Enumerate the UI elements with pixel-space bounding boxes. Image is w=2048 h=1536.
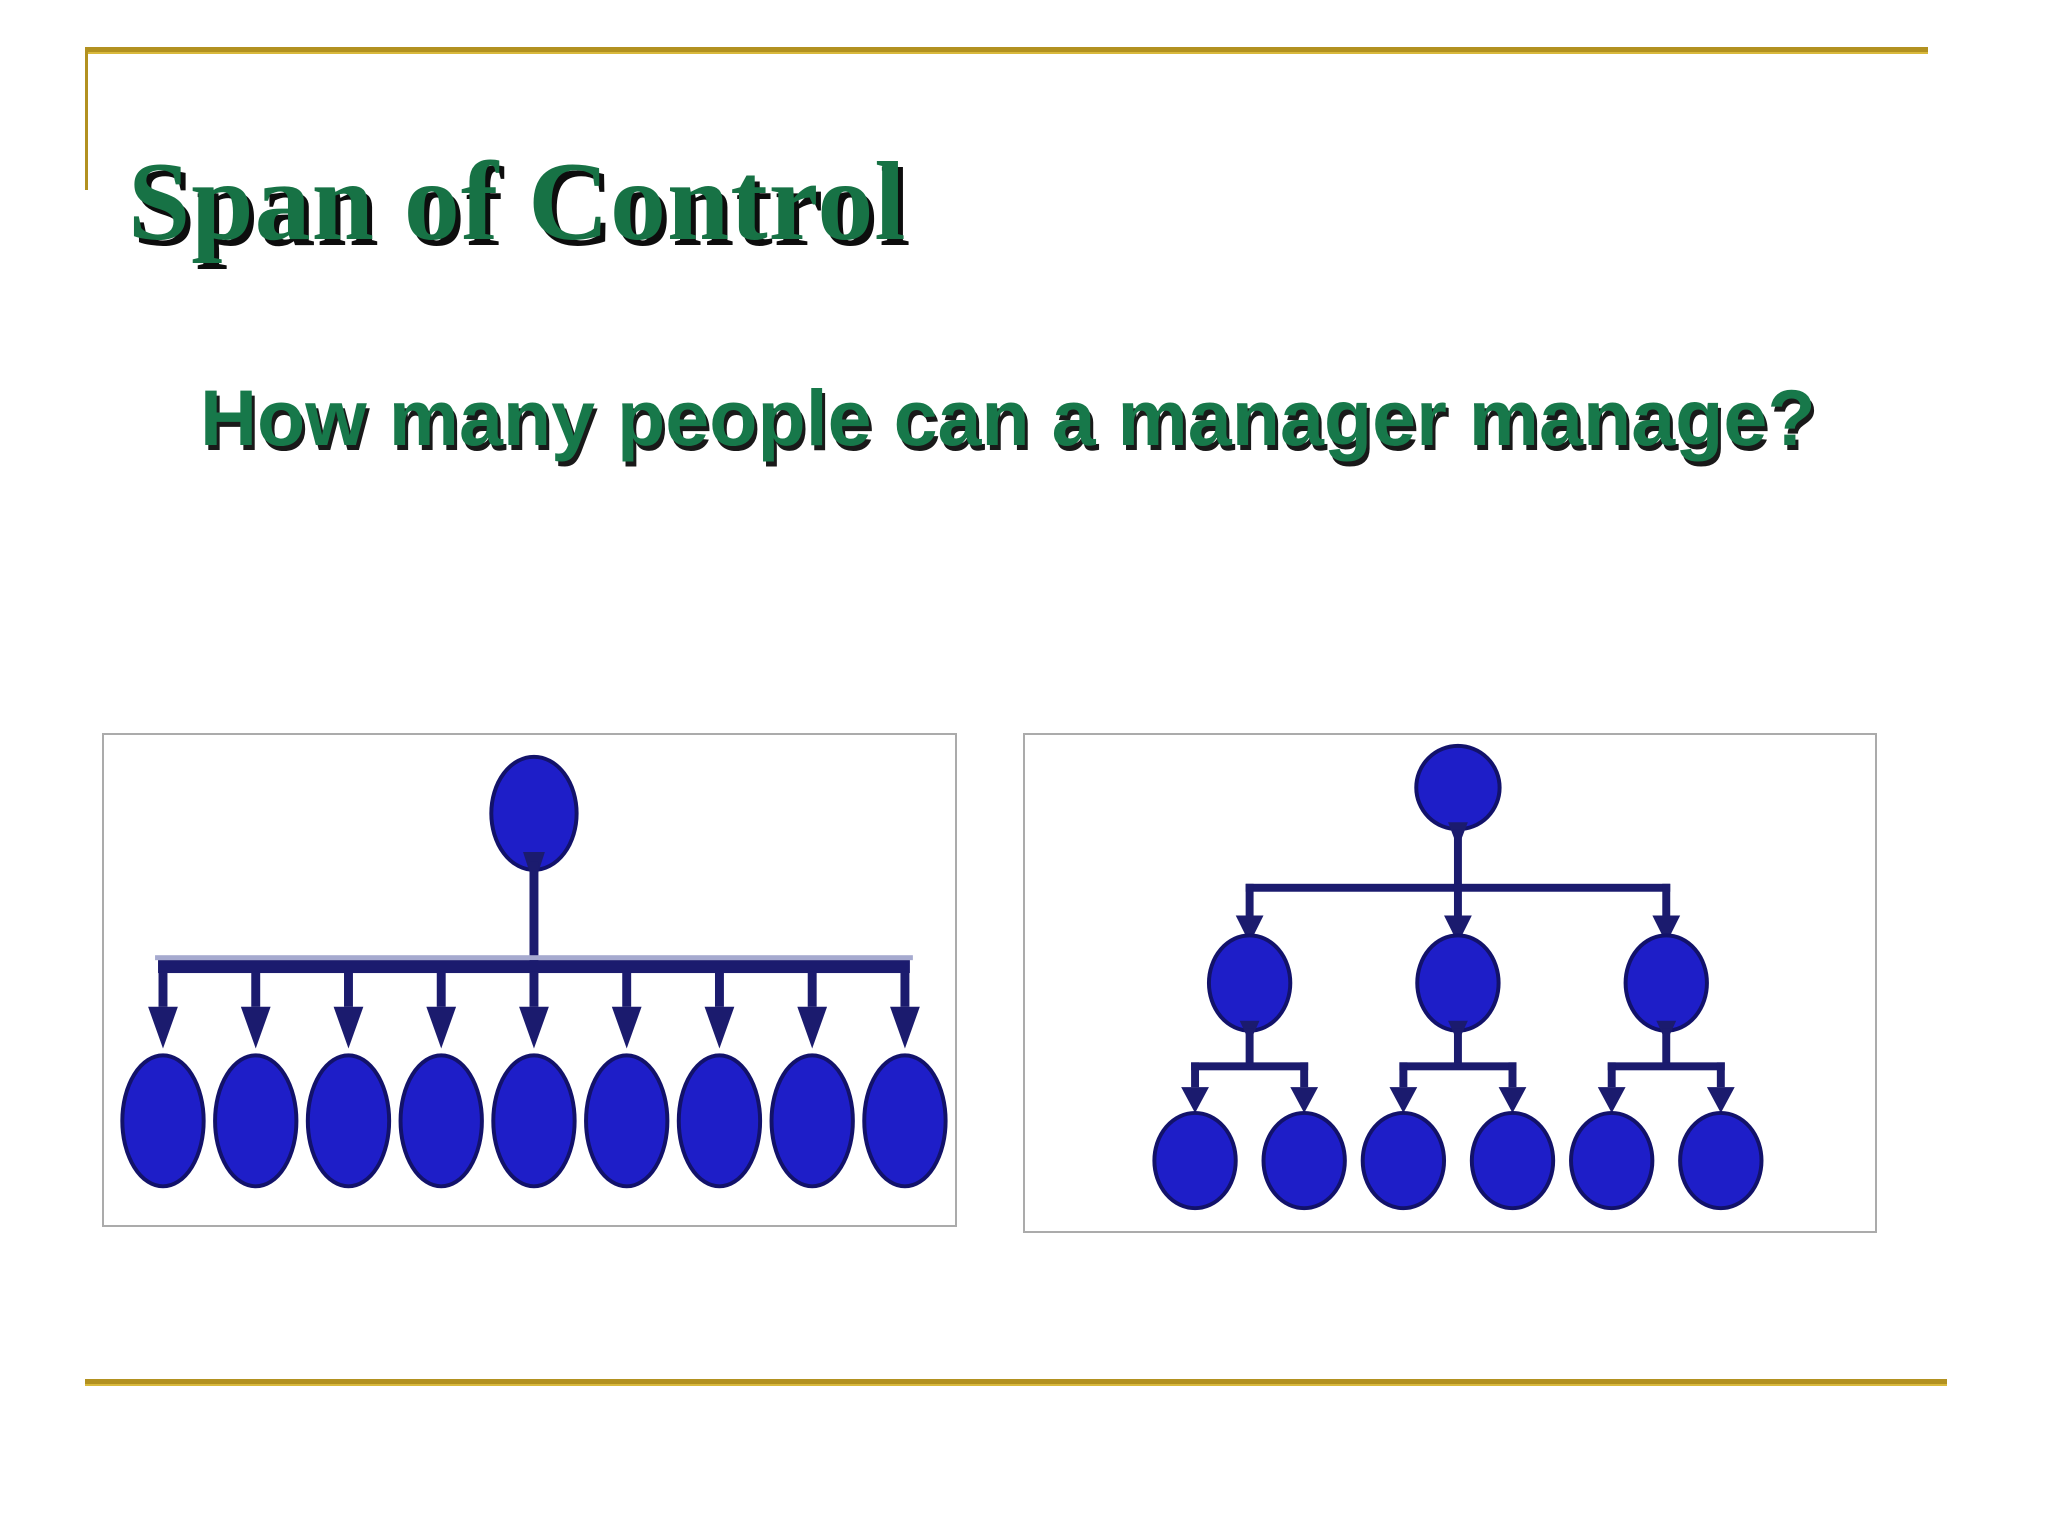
arrowhead-down-icon: [1444, 915, 1472, 944]
org-node: [1152, 1110, 1238, 1211]
drop-line: [1453, 883, 1462, 916]
arrowhead-down-icon: [148, 1006, 178, 1049]
org-node: [862, 1053, 948, 1189]
arrowhead-down-icon: [1498, 1087, 1527, 1113]
level-bar: [1399, 1062, 1517, 1071]
arrowhead-down-icon: [611, 1006, 642, 1049]
drop-line: [251, 971, 261, 1007]
arrowhead-down-icon: [797, 1006, 828, 1049]
drop-line: [1508, 1062, 1517, 1088]
arrowhead-down-icon: [1652, 915, 1681, 944]
stem-line: [1245, 1028, 1254, 1067]
drop-line: [1662, 883, 1671, 916]
level-bar: [158, 960, 910, 974]
org-node: [676, 1053, 763, 1189]
arrowhead-down-icon: [333, 1006, 364, 1049]
narrow-span-diagram-box: [1023, 733, 1877, 1233]
drop-line: [1191, 1062, 1200, 1088]
org-node: [1415, 933, 1501, 1033]
arrowhead-down-icon: [240, 1006, 271, 1049]
drop-line: [1716, 1062, 1725, 1088]
arrowhead-down-icon: [1706, 1087, 1735, 1113]
org-node: [398, 1053, 484, 1189]
org-node: [491, 1053, 577, 1189]
stem-line: [1662, 1028, 1671, 1067]
drop-line: [807, 971, 817, 1007]
org-node: [213, 1053, 299, 1189]
wide-span-diagram-box: [102, 733, 957, 1227]
org-node: [584, 1053, 670, 1189]
org-node: [1360, 1110, 1447, 1211]
arrowhead-down-icon: [1597, 1087, 1626, 1113]
arrowhead-down-icon: [890, 1006, 920, 1049]
drop-line: [158, 971, 168, 1007]
top-border-line: [85, 47, 1928, 54]
arrowhead-down-icon: [704, 1006, 735, 1049]
arrowhead-down-icon: [1290, 1087, 1319, 1113]
arrowhead-down-icon: [1389, 1087, 1418, 1113]
slide-title: Span of Control: [128, 140, 907, 264]
arrowhead-down-icon: [1235, 915, 1264, 944]
org-node: [1469, 1110, 1556, 1211]
arrowhead-down-icon: [1181, 1087, 1209, 1113]
level-bar: [1607, 1062, 1725, 1071]
narrow-span-org-chart: [1152, 743, 1764, 1211]
drop-line: [622, 971, 632, 1007]
arrowhead-down-icon: [426, 1006, 457, 1049]
arrowhead-down-icon: [519, 1006, 549, 1049]
bottom-border-line: [85, 1379, 1947, 1386]
drop-line: [714, 971, 724, 1007]
org-node: [305, 1053, 392, 1189]
stem-line: [529, 861, 539, 968]
org-node: [1678, 1110, 1764, 1211]
drop-line: [529, 971, 539, 1007]
left-border-line: [85, 47, 88, 190]
wide-span-org-chart: [120, 754, 948, 1189]
org-node: [769, 1053, 855, 1189]
slide-subtitle: How many people can a manager manage?: [200, 373, 1816, 462]
org-node: [1206, 933, 1293, 1033]
drop-line: [436, 971, 446, 1007]
org-node: [1623, 933, 1709, 1033]
drop-line: [1245, 883, 1254, 916]
org-node: [1569, 1110, 1655, 1211]
org-node: [1261, 1110, 1347, 1211]
org-node: [1414, 743, 1502, 832]
drop-line: [344, 971, 353, 1007]
drop-line: [1607, 1062, 1616, 1088]
stem-line: [1453, 829, 1462, 892]
org-node: [120, 1053, 206, 1189]
drop-line: [1300, 1062, 1309, 1088]
drop-line: [900, 971, 910, 1007]
stem-line: [1453, 1028, 1462, 1067]
drop-line: [1399, 1062, 1408, 1088]
level-bar: [1191, 1062, 1309, 1071]
bar-highlight: [155, 955, 913, 961]
